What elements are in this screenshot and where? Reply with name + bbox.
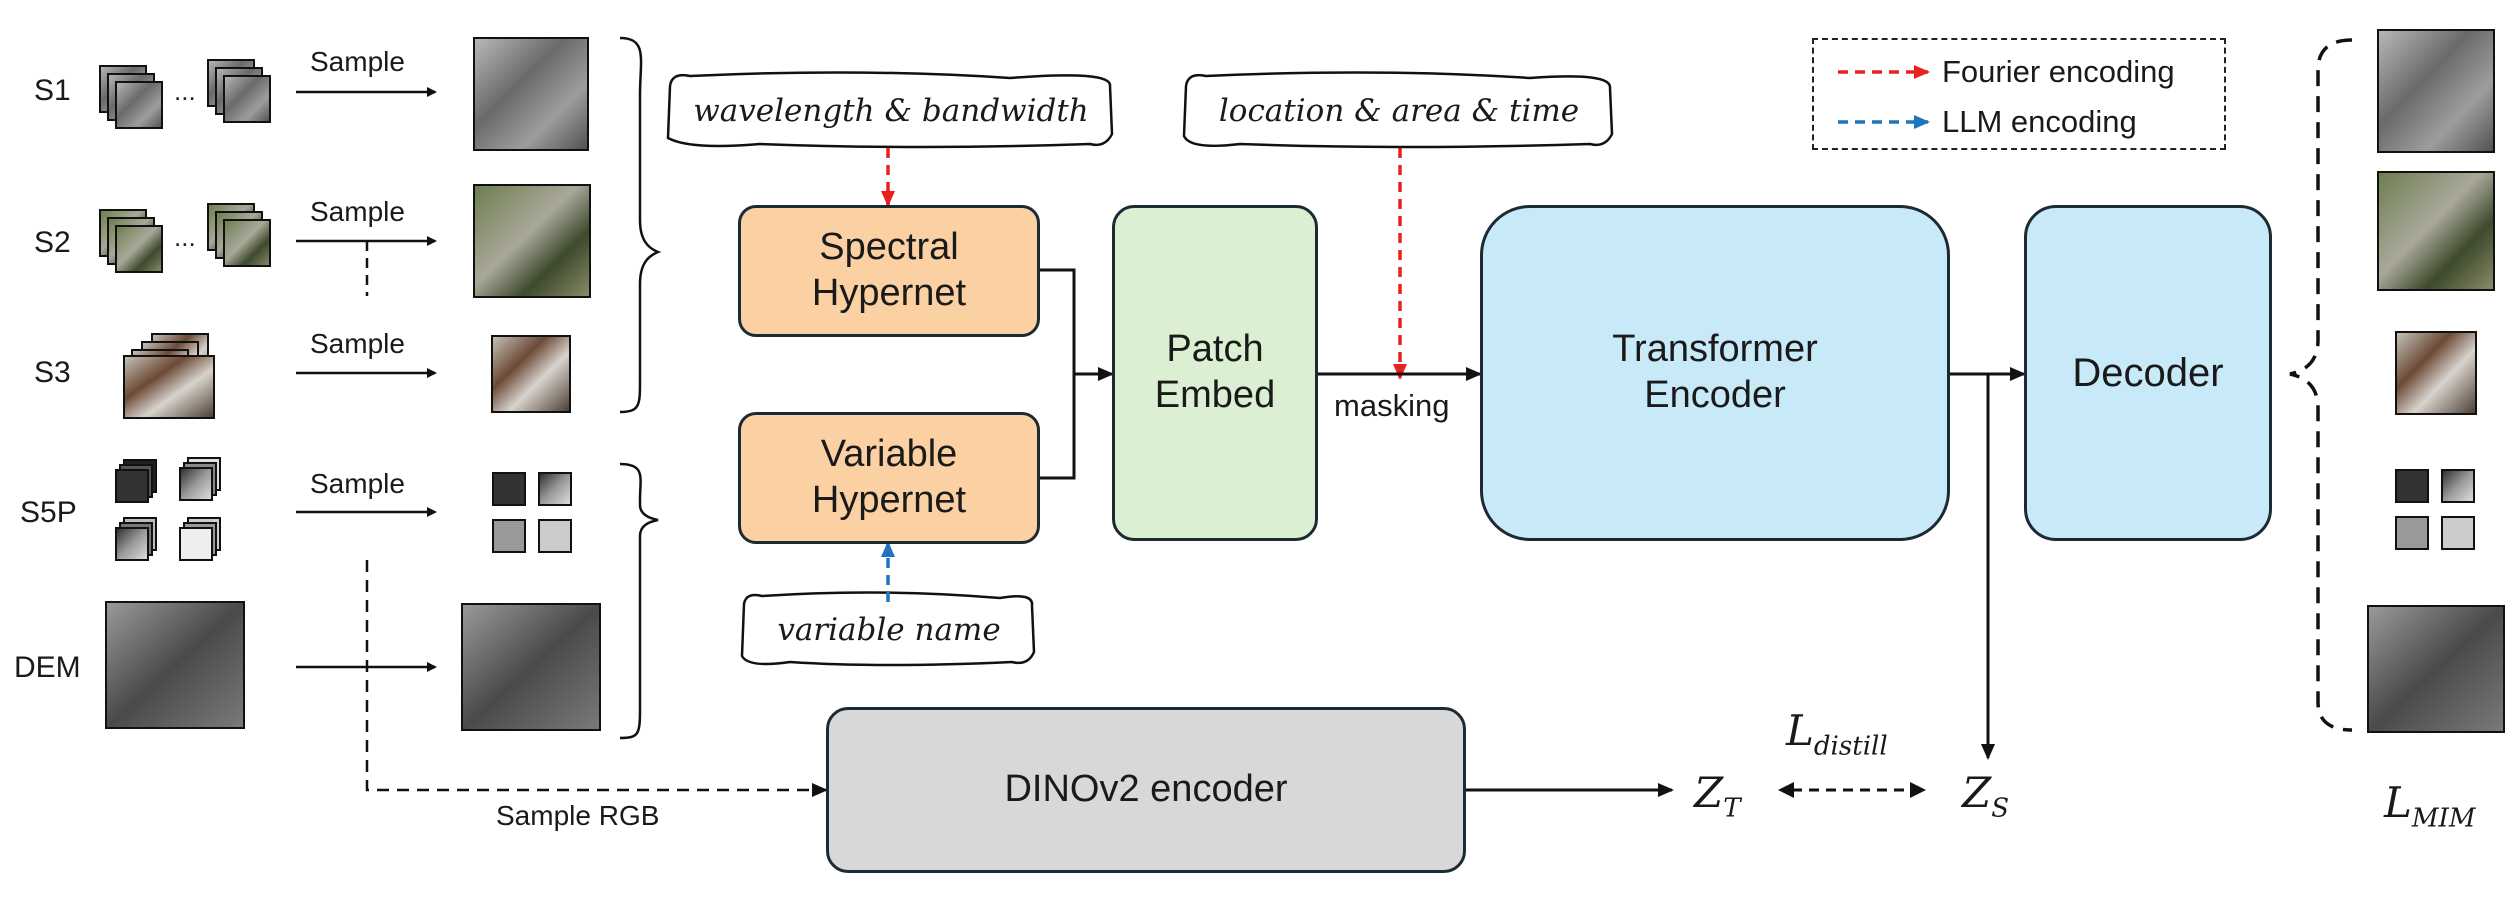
sample-rgb-arrow xyxy=(365,560,828,797)
reconstruction-brace xyxy=(2289,38,2353,732)
input-label-dem: DEM xyxy=(14,651,81,684)
s5p-sample-images xyxy=(492,472,572,553)
wavelength-scroll: wavelength & bandwidth xyxy=(693,93,1089,129)
dem-input-image xyxy=(105,601,245,729)
wavelength-scroll-frame xyxy=(666,71,1114,149)
spectral-hypernet-box: Spectral Hypernet xyxy=(738,205,1040,337)
legend-llm-label: LLM encoding xyxy=(1942,104,2137,139)
s2-reconstruction-image xyxy=(2377,171,2495,291)
s2-stack-a xyxy=(99,209,163,273)
variable-scroll: variable name xyxy=(777,612,1001,648)
hypernet-merge-line xyxy=(1040,268,1076,480)
sample-label-s1: Sample xyxy=(310,46,405,77)
sample-label-s3: Sample xyxy=(310,328,405,359)
s1-ellipsis: ... xyxy=(174,76,196,106)
s2-stack-b xyxy=(207,203,271,267)
brace-group-bottom xyxy=(619,462,659,740)
s3-stack xyxy=(123,333,215,419)
distill-loss-label: Ldistill xyxy=(1786,706,1888,762)
s1-sample-image xyxy=(473,37,589,151)
s1-reconstruction-image xyxy=(2377,29,2495,153)
s1-stack-b xyxy=(207,59,271,123)
input-label-s3: S3 xyxy=(34,356,71,389)
dinov2-encoder-box: DINOv2 encoder xyxy=(826,707,1466,873)
patch-embed-box: Patch Embed xyxy=(1112,205,1318,541)
s3-reconstruction-image xyxy=(2395,331,2477,415)
zs-label: ZS xyxy=(1962,768,2010,824)
input-label-s5p: S5P xyxy=(20,496,77,529)
s5p-reconstruction-images xyxy=(2395,469,2475,550)
s2-ellipsis: ... xyxy=(174,222,196,252)
s3-sample-image xyxy=(491,335,571,413)
s5p-stacks xyxy=(115,457,221,561)
location-scroll-frame xyxy=(1182,71,1614,149)
s1-stack-a xyxy=(99,65,163,129)
masking-label: masking xyxy=(1334,388,1450,423)
dem-reconstruction-image xyxy=(2367,605,2505,733)
distill-double-arrow xyxy=(1778,782,1926,798)
mim-loss-label: LMIM xyxy=(2384,778,2476,834)
variable-scroll-frame xyxy=(740,591,1036,667)
sample-label-s5p: Sample xyxy=(310,468,405,499)
variable-hypernet-box: Variable Hypernet xyxy=(738,412,1040,544)
dem-sample-image xyxy=(461,603,601,731)
legend-fourier-label: Fourier encoding xyxy=(1942,54,2175,89)
legend-box xyxy=(1812,38,2226,150)
input-label-s1: S1 xyxy=(34,74,71,107)
input-label-s2: S2 xyxy=(34,226,71,259)
sample-label-s2: Sample xyxy=(310,196,405,227)
brace-group-top xyxy=(619,36,662,414)
transformer-encoder-box: Transformer Encoder xyxy=(1480,205,1950,541)
s2-sample-image xyxy=(473,184,591,298)
zt-label: ZT xyxy=(1694,768,1741,824)
location-scroll: location & area & time xyxy=(1218,93,1580,129)
decoder-box: Decoder xyxy=(2024,205,2272,541)
sample-rgb-label: Sample RGB xyxy=(496,800,660,831)
